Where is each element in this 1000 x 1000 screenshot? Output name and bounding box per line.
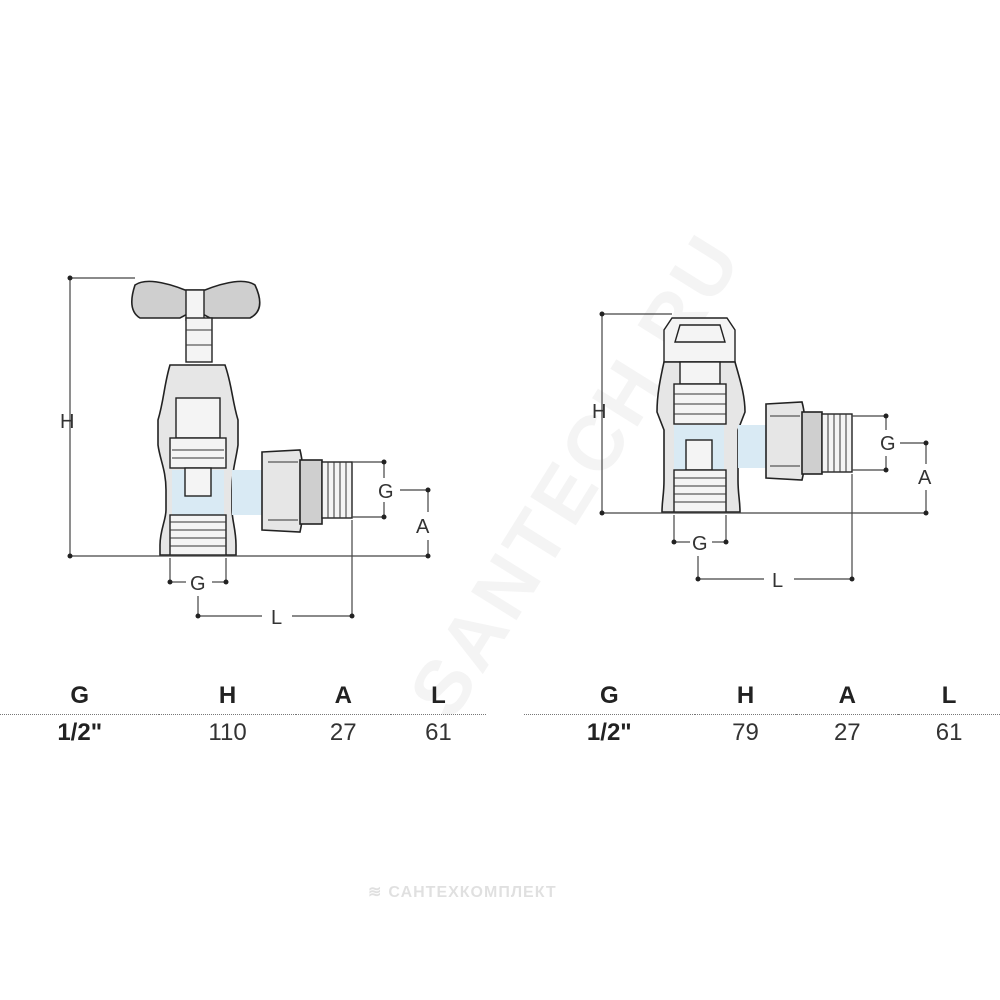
left-outlet-collar xyxy=(299,459,323,525)
header-g: G xyxy=(0,678,160,715)
right-label-h: H xyxy=(592,401,606,423)
left-gland-nut xyxy=(175,397,221,439)
left-seat-nut xyxy=(169,437,227,469)
header-a: A xyxy=(796,678,899,715)
header-h: H xyxy=(159,678,296,715)
value-l: 61 xyxy=(935,719,963,746)
header-a: A xyxy=(295,678,391,715)
value-a: 27 xyxy=(833,719,861,746)
table-row: 1/2" 110 27 61 xyxy=(0,715,486,752)
footer-logo: ≋ САНТЕХКОМПЛЕКТ xyxy=(368,882,557,902)
value-g: 1/2" xyxy=(586,719,632,746)
header-g: G xyxy=(524,678,695,715)
right-outlet-collar xyxy=(801,411,823,475)
left-outlet-tail xyxy=(321,461,353,519)
left-label-a: A xyxy=(416,516,430,538)
header-l: L xyxy=(390,678,486,715)
left-handwheel-hub xyxy=(185,289,205,321)
value-l: 61 xyxy=(425,719,452,746)
table-header-row: G H A L xyxy=(0,678,486,715)
spec-table-left: G H A L 1/2" 110 27 61 xyxy=(0,678,486,751)
table-header-row: G H A L xyxy=(524,678,1000,715)
value-h: 79 xyxy=(732,719,759,746)
right-outlet-tail xyxy=(821,413,853,473)
right-label-a: A xyxy=(918,467,932,489)
right-bottom-thread xyxy=(673,469,727,513)
logo-mark-icon: ≋ xyxy=(368,884,383,901)
table-row: 1/2" 79 27 61 xyxy=(524,715,1000,752)
left-label-g-bottom: G xyxy=(190,573,206,595)
header-h: H xyxy=(694,678,797,715)
left-bottom-thread xyxy=(169,514,227,556)
right-disc xyxy=(685,439,713,471)
spec-table-right: G H A L 1/2" 79 27 61 xyxy=(524,678,1000,751)
right-outlet-nut xyxy=(765,401,807,481)
left-valve-drawing: H G A G L xyxy=(60,275,431,629)
left-disc xyxy=(184,467,212,497)
right-valve-drawing: H G A G L xyxy=(592,311,932,592)
value-g: 1/2" xyxy=(57,719,103,746)
left-spindle xyxy=(185,317,213,363)
value-a: 27 xyxy=(329,719,357,746)
left-label-h: H xyxy=(60,411,74,433)
right-label-g-bottom: G xyxy=(692,533,708,555)
right-top-nut xyxy=(679,361,721,385)
footer-logo-text: САНТЕХКОМПЛЕКТ xyxy=(388,884,557,901)
right-label-l: L xyxy=(772,570,783,592)
right-label-g-right: G xyxy=(880,433,896,455)
value-h: 110 xyxy=(208,719,247,746)
left-label-g-right: G xyxy=(378,481,394,503)
left-label-l: L xyxy=(271,607,282,629)
header-l: L xyxy=(898,678,1000,715)
